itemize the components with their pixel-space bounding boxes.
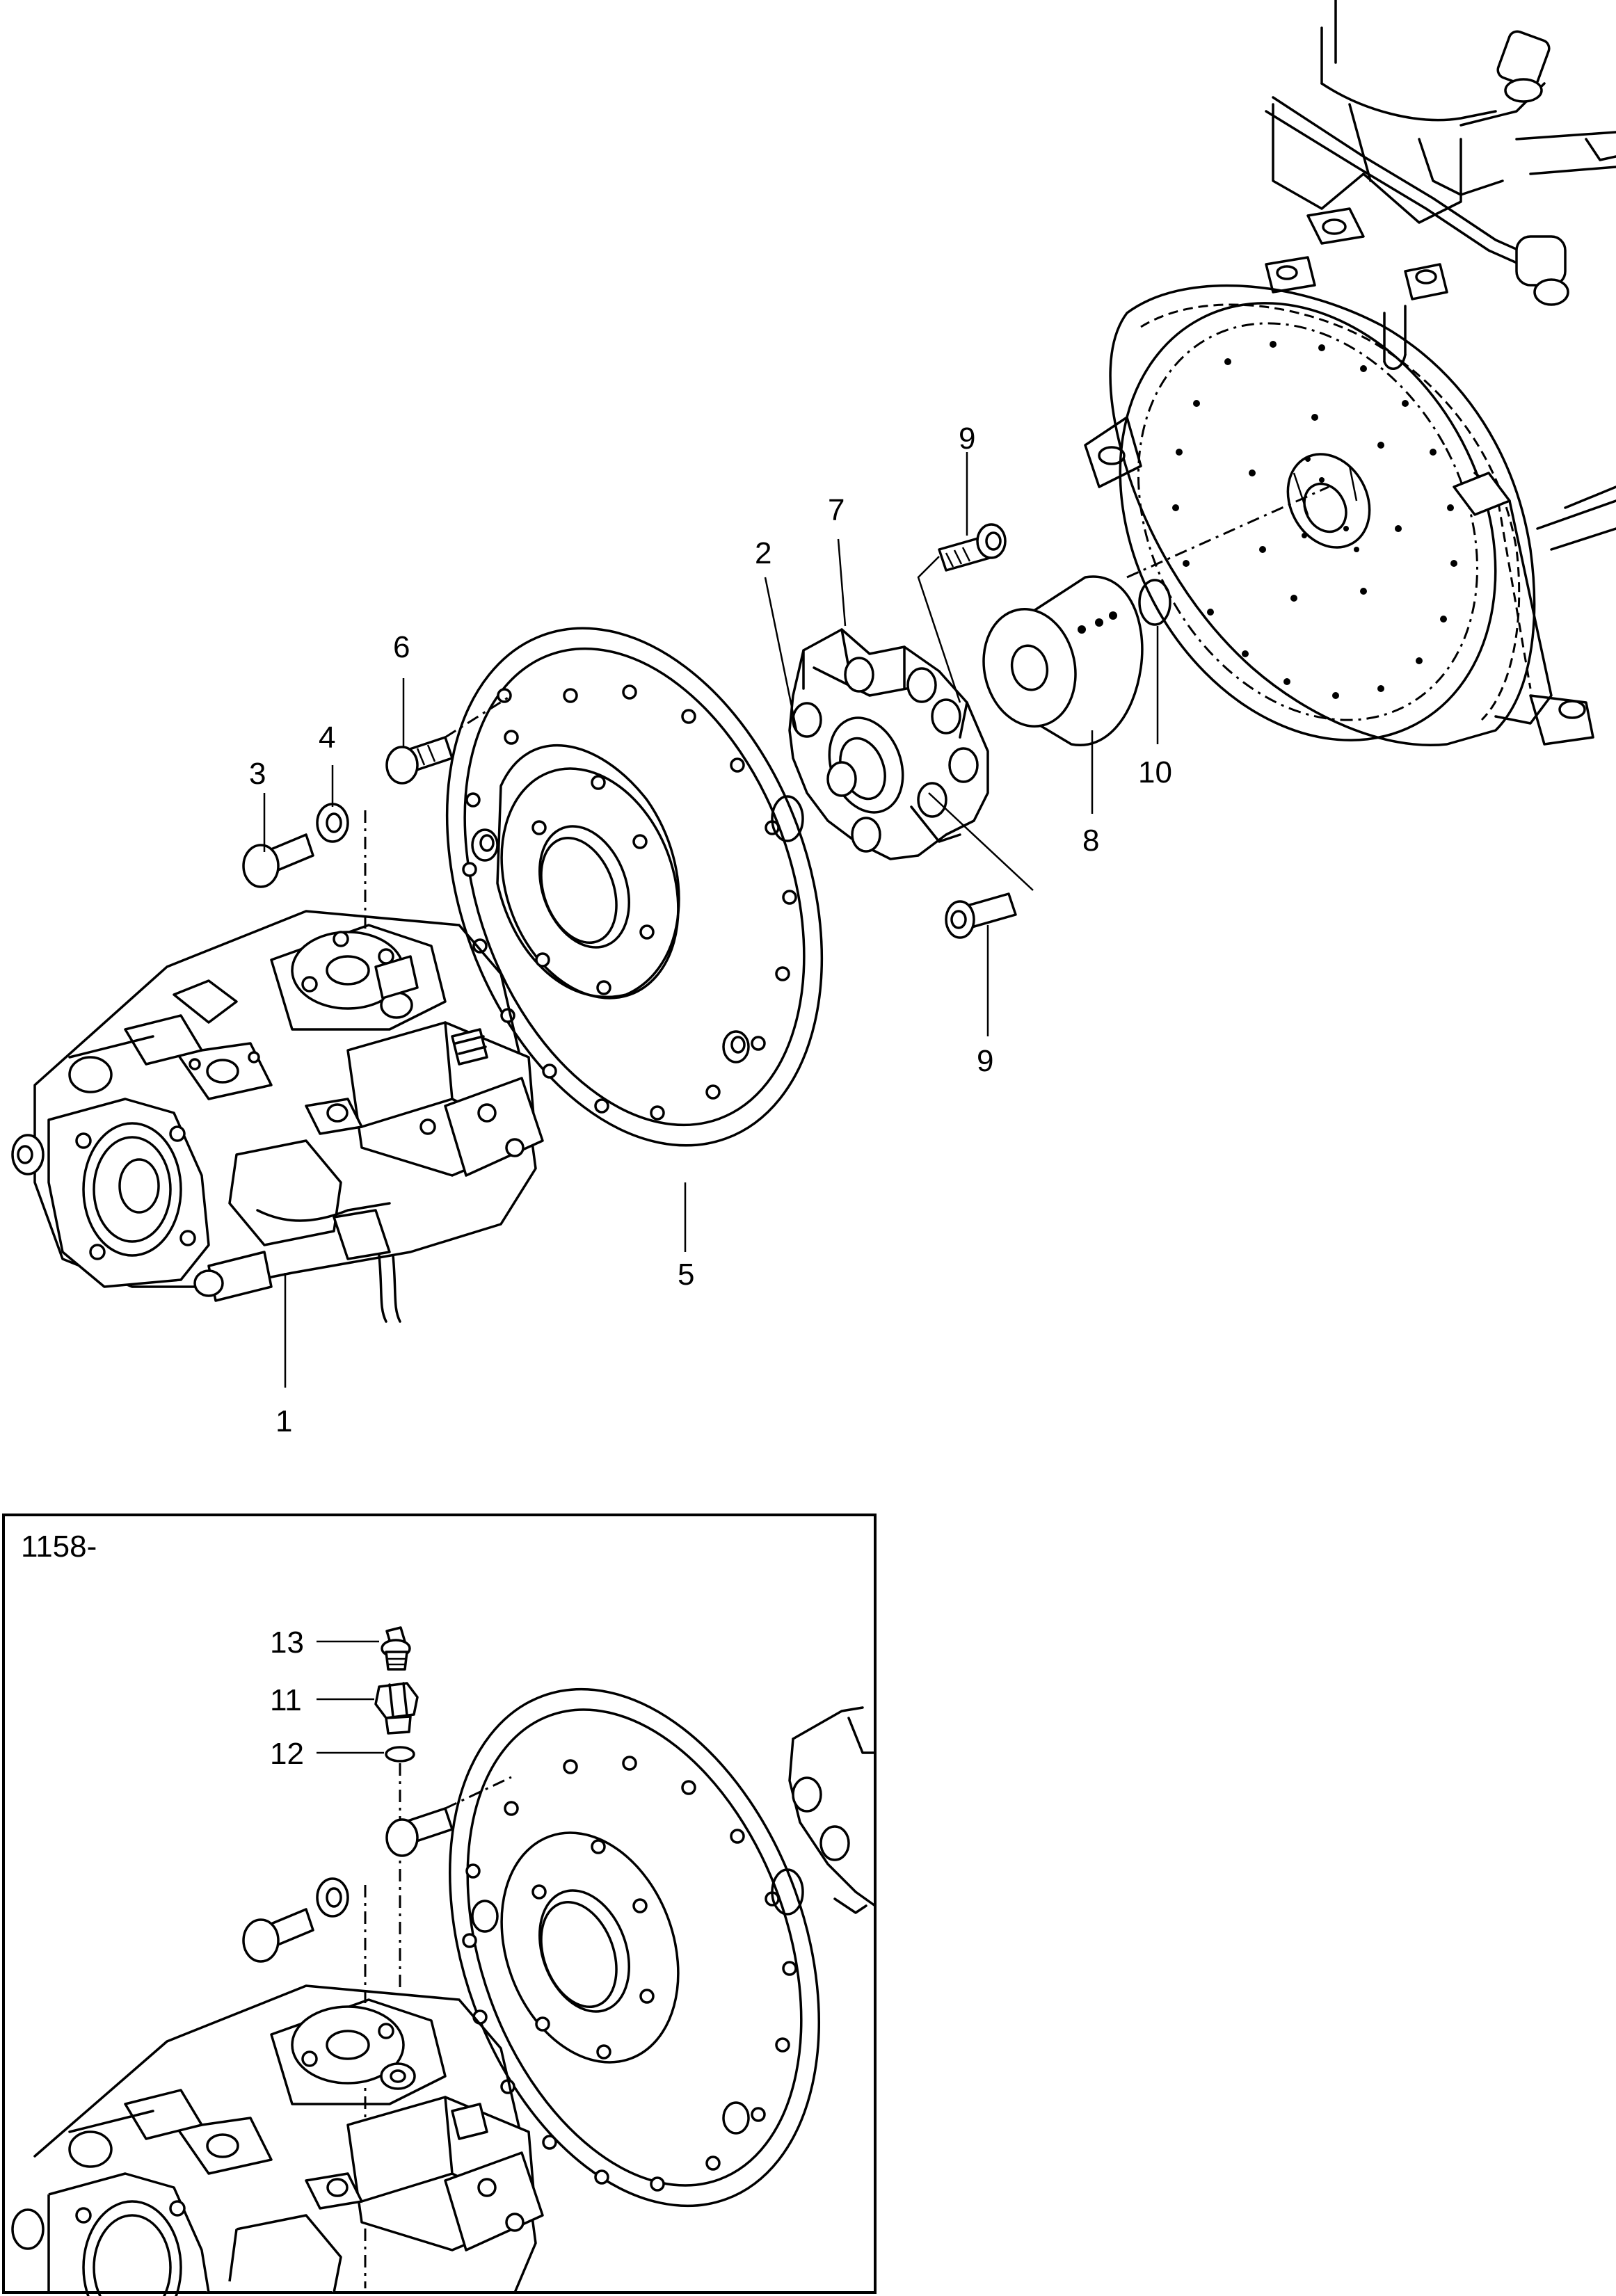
bolt-part-6 xyxy=(385,736,454,785)
o-ring-part-2 xyxy=(771,795,804,842)
callout-13: 13 xyxy=(270,1625,304,1660)
grease-nipple-part-13 xyxy=(381,1626,411,1671)
bolt-part-9-bottom xyxy=(945,892,1017,939)
callout-9-bottom: 9 xyxy=(977,1044,993,1078)
washer-part-4 xyxy=(316,803,349,843)
hub-part-8 xyxy=(982,575,1144,746)
bolt-part-9-top xyxy=(938,523,1007,572)
coupling-part-7 xyxy=(788,628,989,860)
callout-11: 11 xyxy=(270,1683,302,1717)
callout-10: 10 xyxy=(1138,755,1172,789)
callout-6: 6 xyxy=(393,630,410,664)
callout-12: 12 xyxy=(270,1737,304,1771)
adapter-part-11 xyxy=(374,1682,419,1735)
callout-7: 7 xyxy=(828,493,845,527)
callout-3: 3 xyxy=(249,757,266,791)
engine-flywheel-housing xyxy=(1084,0,1616,746)
callout-4: 4 xyxy=(319,721,335,755)
callout-1: 1 xyxy=(275,1404,292,1438)
hydraulic-pump-part-1 xyxy=(11,910,544,1323)
leader-lines xyxy=(263,452,1329,1388)
callout-2: 2 xyxy=(755,536,771,570)
o-ring-part-10 xyxy=(1138,579,1171,626)
inset-serial-label: 1158- xyxy=(21,1530,97,1564)
callout-9-top: 9 xyxy=(959,422,975,456)
inset-detail-box: 1158- 13 11 12 xyxy=(2,1514,877,2296)
bolt-part-3 xyxy=(242,833,314,888)
callout-5: 5 xyxy=(678,1258,694,1292)
callout-8: 8 xyxy=(1082,824,1099,858)
flange-plate-part-5 xyxy=(445,627,824,1147)
o-ring-part-12 xyxy=(385,1746,415,1763)
